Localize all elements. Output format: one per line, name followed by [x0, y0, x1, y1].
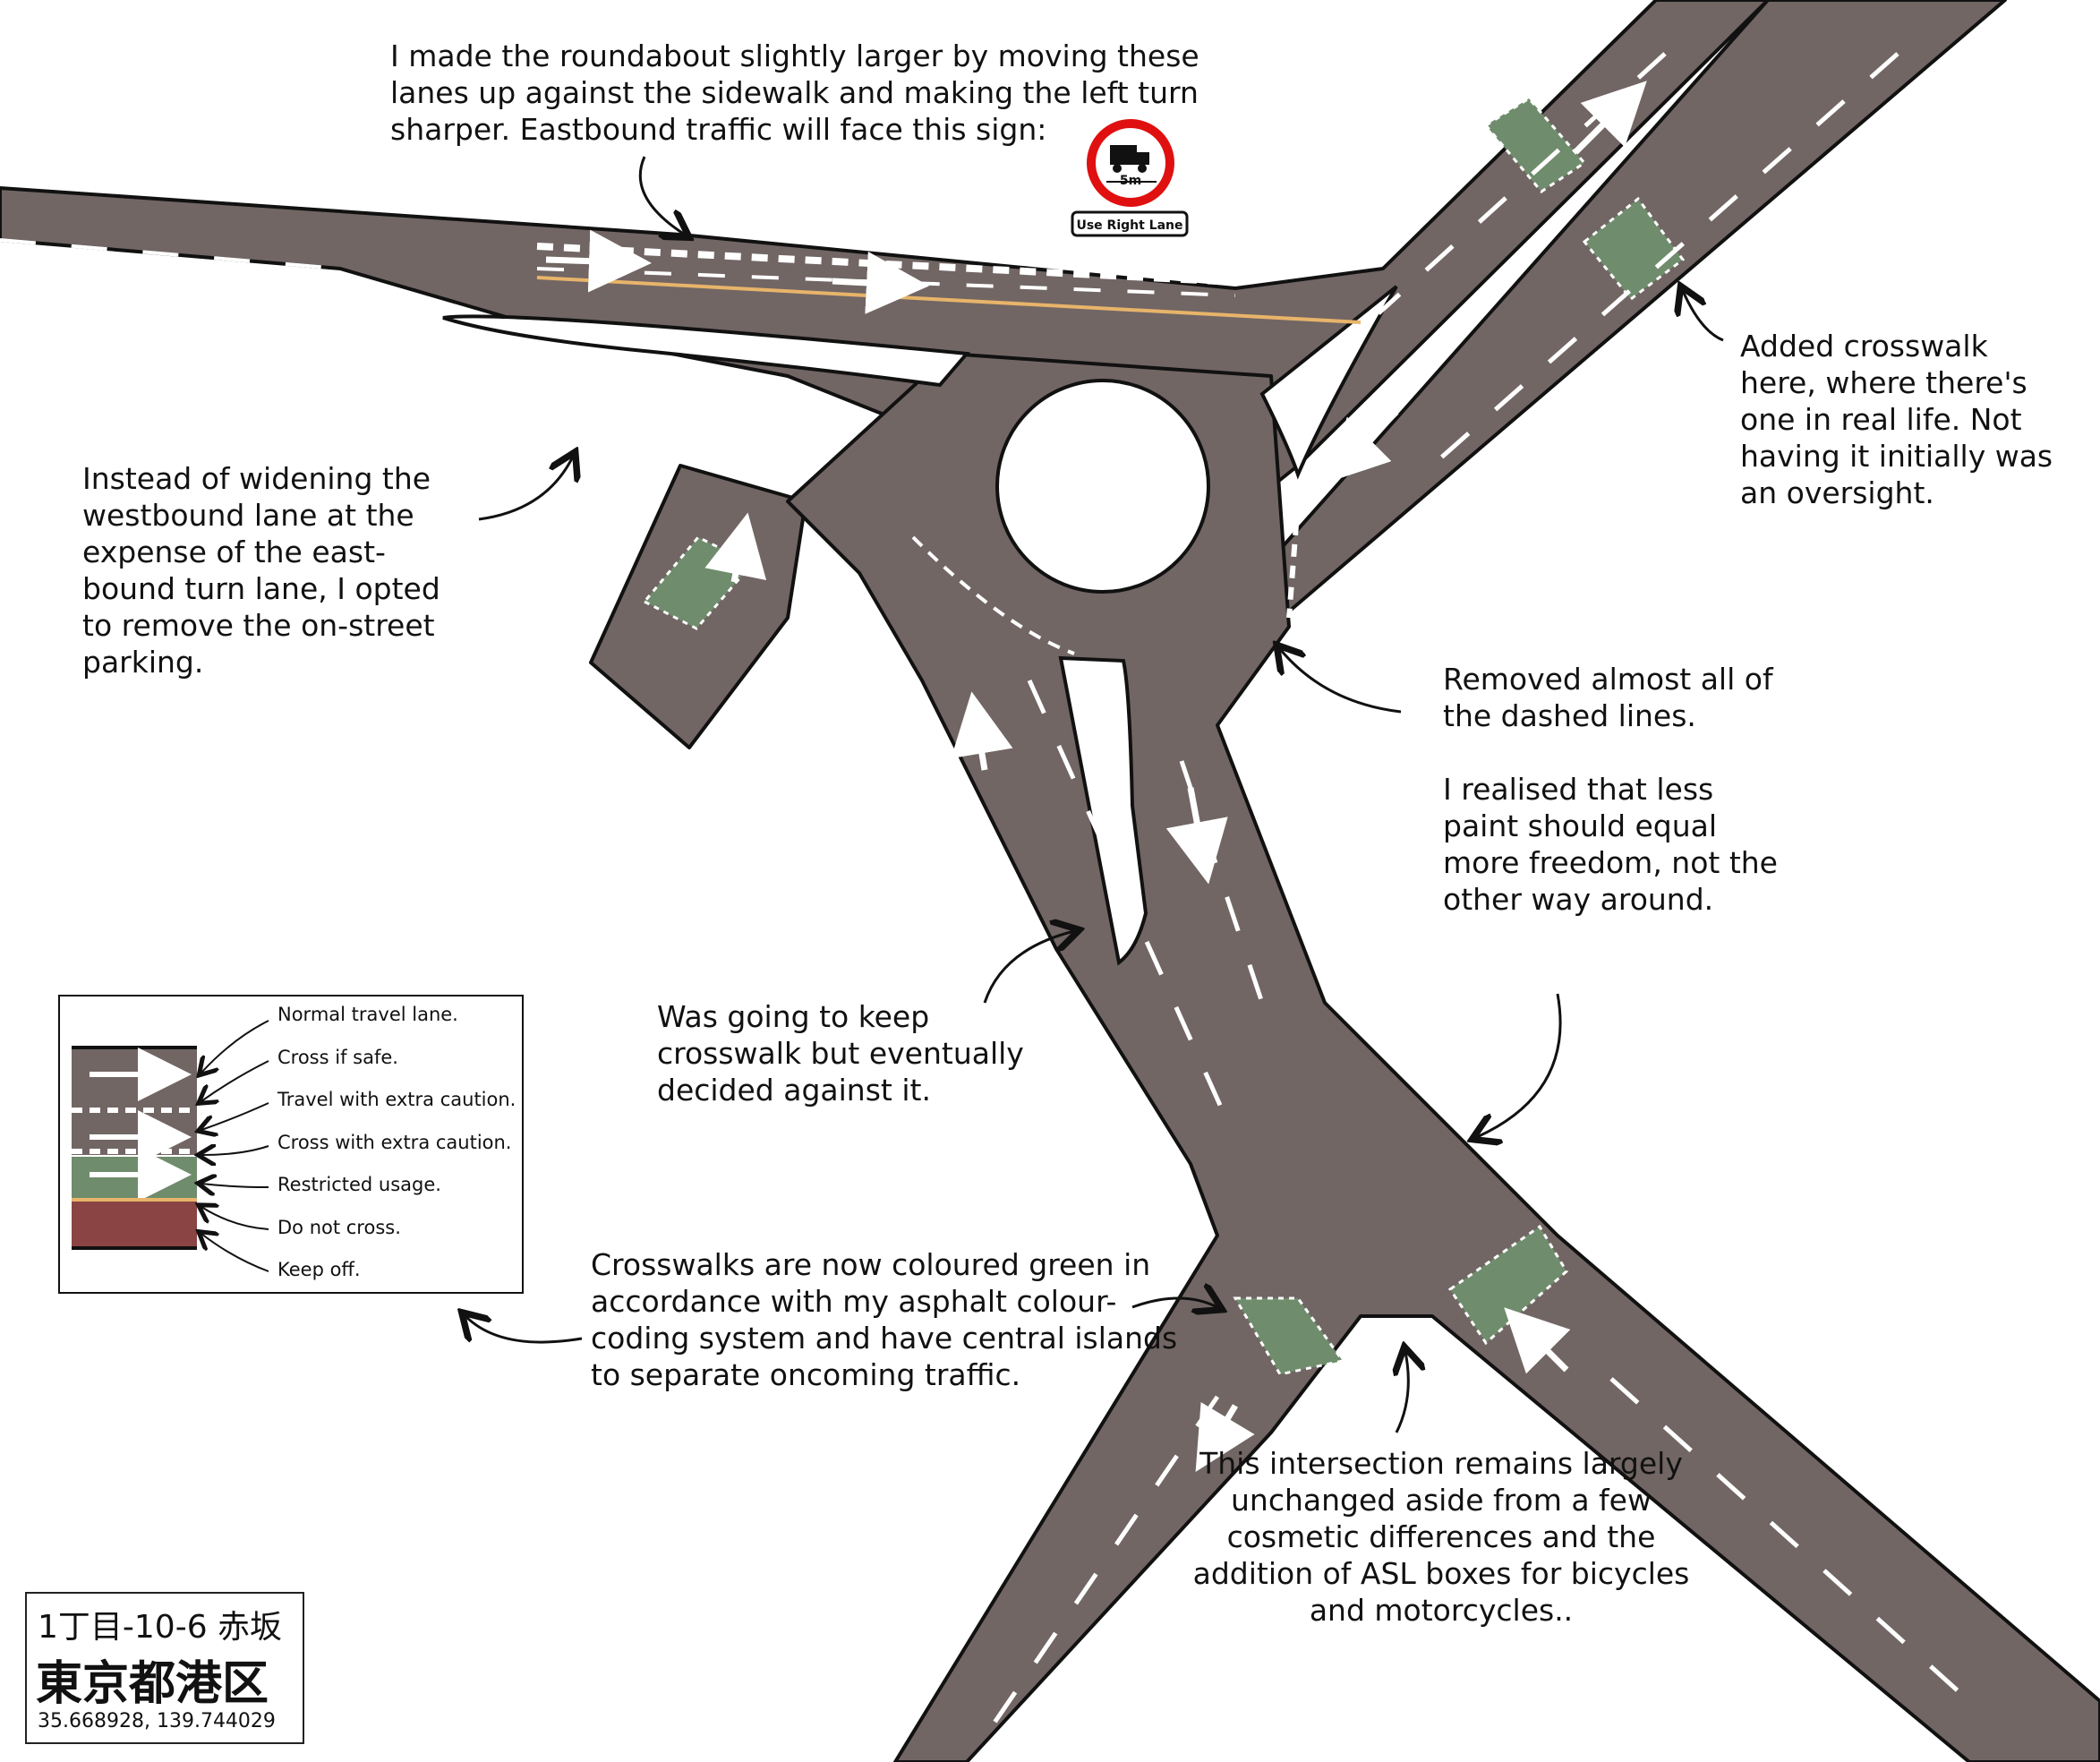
crosswalk-south	[1233, 1296, 1345, 1376]
direction-arrows	[530, 81, 1647, 1473]
note-crosswalk-added: Added crosswalk here, where there's one …	[1740, 329, 2053, 510]
islands	[442, 285, 1398, 966]
crosswalk-northeast-2	[1582, 196, 1686, 302]
note-intersection: This intersection remains largely unchan…	[1192, 1446, 1690, 1628]
legend: Normal travel lane. Cross if safe. Trave…	[58, 995, 524, 1294]
sign-distance: 5m	[1120, 174, 1141, 188]
legend-label-4: Restricted usage.	[277, 1174, 441, 1195]
address-line2: 東京都港区	[36, 1657, 269, 1711]
legend-label-5: Do not cross.	[277, 1217, 401, 1238]
northeast-splitter-island	[1259, 285, 1398, 480]
south-splitter-island	[1058, 655, 1148, 966]
note-crosswalks-green: Crosswalks are now coloured green in acc…	[591, 1247, 1178, 1392]
crosswalk-northeast-1	[1483, 97, 1587, 193]
legend-label-2: Travel with extra caution.	[277, 1089, 516, 1110]
sign: 5m Use Right Lane	[1071, 119, 1189, 237]
note-crosswalk-kept: Was going to keep crosswalk but eventual…	[657, 999, 1024, 1108]
roundabout-island	[995, 379, 1210, 594]
arrow-to-legend	[465, 1316, 583, 1344]
arrow-roundabout-note	[638, 156, 685, 235]
address-coords: 35.668928, 139.744029	[38, 1710, 276, 1732]
arrow-westbound	[478, 457, 573, 521]
sign-plate: Use Right Lane	[1076, 218, 1182, 233]
arrow-dashed-lines	[1280, 649, 1402, 714]
legend-label-3: Cross with extra caution.	[277, 1132, 512, 1153]
legend-label-1: Cross if safe.	[277, 1047, 398, 1068]
note-dashed-lines: Removed almost all of the dashed lines. …	[1443, 662, 1778, 917]
arrow-crosswalk-added	[1683, 291, 1724, 342]
arrow-intersection-right	[1477, 993, 1562, 1137]
legend-label-6: Keep off.	[277, 1259, 361, 1280]
arrow-crosswalks-green	[1131, 1298, 1217, 1307]
legend-label-0: Normal travel lane.	[277, 1004, 458, 1025]
truck-prohibited-icon	[1106, 145, 1157, 183]
arrow-crosswalk-kept	[983, 931, 1074, 1004]
annotation-arrows	[465, 156, 1724, 1433]
address-line1: 1丁目-10-6 赤坂	[38, 1609, 283, 1646]
note-roundabout: I made the roundabout slightly larger by…	[390, 38, 1199, 147]
address-plate: 1丁目-10-6 赤坂 東京都港区 35.668928, 139.744029	[25, 1592, 304, 1744]
west-splitter-island	[442, 314, 971, 388]
crosswalk-southeast	[1447, 1224, 1568, 1346]
arrow-intersection-up	[1396, 1352, 1408, 1433]
note-westbound: Instead of widening the westbound lane a…	[82, 461, 440, 680]
